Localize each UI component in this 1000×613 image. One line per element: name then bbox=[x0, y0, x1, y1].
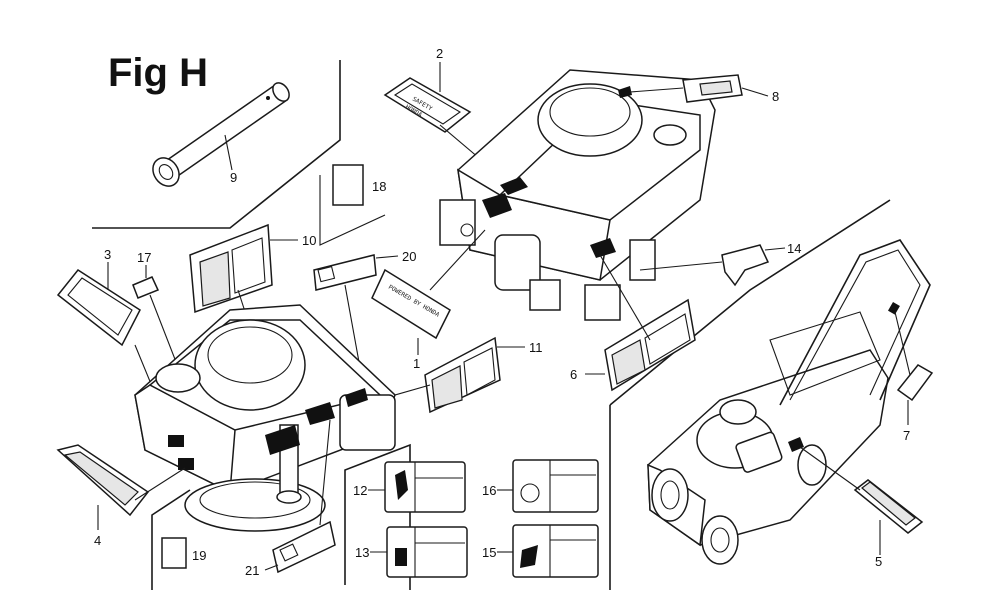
callout-3: 3 bbox=[104, 247, 111, 262]
section-dividers bbox=[92, 60, 891, 590]
figure-title: Fig H bbox=[108, 51, 208, 95]
part-1-label: POWERED BY HONDA 1 bbox=[371, 229, 486, 371]
callout-17: 17 bbox=[137, 250, 151, 265]
callout-20: 20 bbox=[402, 249, 416, 264]
callout-11: 11 bbox=[529, 340, 543, 355]
part-18-decal: 18 bbox=[332, 164, 386, 206]
lower-engine bbox=[134, 304, 396, 532]
callout-1: 1 bbox=[413, 356, 420, 371]
callout-12: 12 bbox=[353, 483, 367, 498]
callout-8: 8 bbox=[772, 89, 779, 104]
callout-10: 10 bbox=[302, 233, 316, 248]
part-19-decal: 19 bbox=[161, 537, 206, 569]
part-20-label: 20 bbox=[313, 249, 416, 396]
callout-14: 14 bbox=[787, 241, 801, 256]
callout-4: 4 bbox=[94, 533, 101, 548]
callout-15: 15 bbox=[482, 545, 496, 560]
part-21-label: 21 bbox=[245, 419, 336, 578]
lawnmower bbox=[647, 239, 931, 565]
part-12-label: 12 bbox=[353, 461, 466, 513]
part-7-label: 7 bbox=[894, 311, 934, 443]
part-14-clip: 14 bbox=[639, 241, 801, 287]
part-13-label: 13 bbox=[355, 526, 468, 578]
callout-21: 21 bbox=[245, 563, 259, 578]
callout-2: 2 bbox=[436, 46, 443, 61]
part-2-label: SAFETY HONDA 2 bbox=[383, 46, 506, 181]
callout-18: 18 bbox=[372, 179, 386, 194]
part-9-spark-plug-wrench: 9 bbox=[152, 82, 290, 187]
part-10-label: 10 bbox=[189, 223, 316, 421]
part-16-label: 16 bbox=[482, 459, 599, 513]
part-8-label: 8 bbox=[629, 74, 779, 104]
callout-19: 19 bbox=[192, 548, 206, 563]
callout-7: 7 bbox=[903, 428, 910, 443]
part-11-label: 11 bbox=[359, 336, 543, 414]
upper-engine bbox=[439, 69, 716, 321]
part-15-label: 15 bbox=[482, 524, 599, 578]
part-6-label: 6 bbox=[570, 254, 696, 392]
callout-6: 6 bbox=[570, 367, 577, 382]
part-5-label: 5 bbox=[799, 446, 924, 569]
part-4-label: 4 bbox=[56, 444, 186, 548]
callout-13: 13 bbox=[355, 545, 369, 560]
callout-5: 5 bbox=[875, 554, 882, 569]
callout-9: 9 bbox=[230, 170, 237, 185]
callout-16: 16 bbox=[482, 483, 496, 498]
